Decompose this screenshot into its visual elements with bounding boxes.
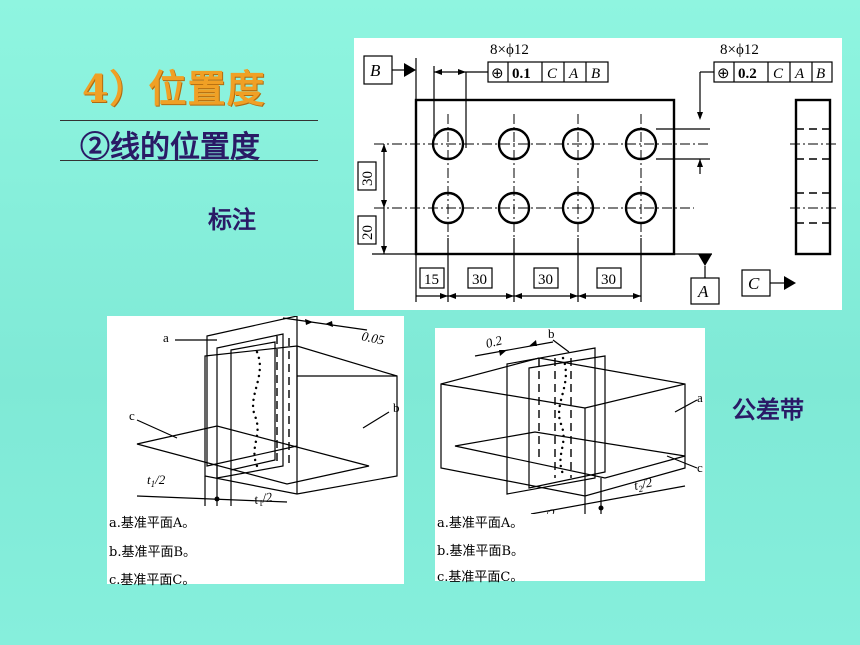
hole-4 [624,127,658,161]
fcf-left-datum1: C [547,66,558,82]
datum-a-triangle [698,254,712,266]
zone-left-caption-c: c.基准平面C。 [109,573,196,588]
hole-7 [561,191,595,225]
hole-6 [497,191,531,225]
zone-left-label-c: c [129,408,135,423]
datum-c-letter: C [748,274,760,293]
hole-spec-right: 8×ϕ12 [720,42,759,58]
zone-right-tolerance: 0.2 [484,332,504,351]
hole-8 [624,191,658,225]
fcf-left-tolerance: 0.1 [512,66,531,82]
fcf-right-symbol: ⊕ [717,66,730,82]
zone-left-caption-b: b.基准平面B。 [109,545,197,560]
title-divider-top [60,120,318,121]
drawing-panel: B 8×ϕ12 ⊕ 0.1 C A B 8×ϕ12 ⊕ 0.2 C A B [354,38,842,310]
zone-left-tolerance: 0.05 [360,328,386,348]
datum-b-letter: B [370,61,381,80]
fcf-left-datum3: B [591,66,600,82]
hole-5 [431,191,465,225]
zone-right-half-1: t2/2 [633,474,655,495]
zone-right-label-c: c [697,460,703,475]
datum-b-triangle [404,63,416,77]
fcf-left-datum2: A [568,66,579,82]
zone-right-label-b: b [548,328,555,341]
zone-right-caption-a: a.基准平面A。 [437,516,524,531]
tolerance-zone-right-panel: b a c 0.2 t2/2 t2/2 a.基准平面A。 b.基准平面B。 c.… [435,326,705,585]
fcf-right-datum3: B [816,66,825,82]
tolerance-zone-label: 公差带 [732,395,804,424]
hole-2 [497,127,531,161]
fcf-right-datum1: C [773,66,784,82]
fcf-right-tolerance: 0.2 [738,66,757,82]
annotation-label: 标注 [208,205,256,234]
dim-v-20: 20 [360,225,376,240]
fcf-left-symbol: ⊕ [491,66,504,82]
dim-box-30 [357,161,377,191]
hole-3 [561,127,595,161]
dim-v-30: 30 [360,171,376,186]
dim-h-30-c: 30 [601,272,616,288]
datum-a-letter: A [697,282,709,301]
datum-a-frame [690,277,720,305]
zone-left-caption-a: a.基准平面A。 [109,516,196,531]
tolerance-zone-left-figure: a c b 0.05 t1/2 t1/2 [129,315,400,508]
hole-spec-left: 8×ϕ12 [490,42,529,58]
slide-title: 4）位置度 [82,66,266,111]
zone-left-label-a: a [163,330,169,345]
zone-left-half-2: t1/2 [253,489,274,506]
datum-c-triangle [784,276,796,290]
title-divider-bottom [60,160,318,161]
dim-h-15: 15 [424,272,439,288]
zone-right-label-a: a [697,390,703,405]
slide-subtitle: ②线的位置度 [80,130,260,165]
zone-left-half-1: t1/2 [147,472,166,489]
zone-right-caption-c: c.基准平面C。 [437,570,524,585]
zone-right-caption-b: b.基准平面B。 [437,544,525,559]
hole-1 [431,127,465,161]
dim-h-30-a: 30 [472,272,487,288]
position-tolerance-drawing: B 8×ϕ12 ⊕ 0.1 C A B 8×ϕ12 ⊕ 0.2 C A B [357,42,836,305]
feature-axis-dotted [251,350,262,468]
zone-left-label-b: b [393,400,400,415]
tolerance-zone-left-panel: a c b 0.05 t1/2 t1/2 a.基准平面A。 b.基准平面B。 c… [107,315,404,588]
plate-side-view [794,98,832,256]
tolerance-zone-right-figure: b a c 0.2 t2/2 t2/2 [440,326,703,526]
fcf-right-datum2: A [794,66,805,82]
dim-h-30-b: 30 [538,272,553,288]
dim-box-20 [357,215,377,245]
feature-axis-dotted [557,356,568,476]
plate-front-view [414,98,676,256]
